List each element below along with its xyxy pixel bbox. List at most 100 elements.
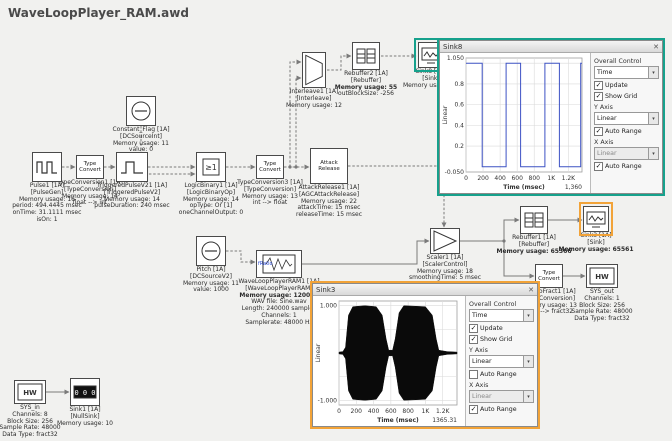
update-checkbox[interactable]: ✓Update [469, 324, 534, 333]
checkbox-icon[interactable]: ✓ [469, 405, 478, 414]
y-axis-scale-dropdown[interactable]: Linear▾ [594, 112, 659, 125]
close-icon[interactable]: ✕ [653, 42, 659, 51]
svg-text:400: 400 [494, 175, 506, 182]
chevron-down-icon: ▾ [523, 356, 533, 367]
block-triggeredpulsev21[interactable] [116, 152, 148, 182]
chevron-down-icon: ▾ [648, 67, 658, 78]
svg-text:1,360: 1,360 [565, 184, 582, 191]
checkbox-icon[interactable]: ✓ [594, 127, 603, 136]
svg-text:1.2K: 1.2K [436, 408, 451, 415]
svg-text:800: 800 [402, 408, 414, 415]
checkbox-icon[interactable]: ✓ [469, 324, 478, 333]
dc-icon [201, 241, 221, 261]
wire-junction [288, 165, 292, 169]
panel-section-label: Overall Control [469, 301, 517, 308]
chevron-down-icon: ▾ [648, 113, 658, 124]
panel-section-label: Y Axis [594, 104, 613, 111]
scope-title: Sink8 [443, 42, 463, 51]
svg-text:0.6: 0.6 [454, 102, 464, 109]
svg-text:1K: 1K [547, 175, 556, 182]
sink-icon [586, 211, 606, 228]
svg-text:200: 200 [351, 408, 363, 415]
wire[interactable] [503, 241, 535, 279]
scope-titlebar[interactable]: Sink8 ✕ [440, 41, 662, 53]
wire[interactable] [226, 250, 256, 265]
block-sink3[interactable] [583, 206, 609, 232]
show-grid-checkbox[interactable]: ✓Show Grid [594, 92, 659, 101]
block-sink1[interactable]: 0 0 0 [70, 378, 100, 406]
wire-junction [294, 165, 298, 169]
block-waveloopplayerram1[interactable]: fRatio [256, 250, 302, 278]
chevron-down-icon: ▾ [523, 391, 533, 402]
block-rebuffer1[interactable] [520, 206, 548, 234]
wire[interactable] [289, 59, 302, 167]
svg-text:600: 600 [511, 175, 523, 182]
wire[interactable] [302, 238, 430, 265]
svg-text:200: 200 [477, 175, 489, 182]
close-icon[interactable]: ✕ [528, 285, 534, 294]
rebuffer-icon [356, 48, 376, 64]
checkbox-icon[interactable]: ✓ [594, 92, 603, 101]
checkbox-icon[interactable]: ✓ [594, 81, 603, 90]
checkbox-icon[interactable] [469, 370, 478, 379]
block-scaler1[interactable] [430, 228, 460, 254]
wire[interactable] [327, 53, 352, 71]
wire[interactable] [295, 75, 302, 167]
show-grid-checkbox[interactable]: ✓Show Grid [469, 335, 534, 344]
scope-titlebar[interactable]: Sink3✕ [313, 284, 537, 296]
dropdown-value: Time [597, 69, 613, 76]
y-auto-range-checkbox[interactable]: Auto Range [469, 370, 534, 379]
x-auto-range-checkbox[interactable]: ✓Auto Range [469, 405, 534, 414]
overall-control-dropdown[interactable]: Time▾ [469, 309, 534, 322]
svg-text:400: 400 [368, 408, 380, 415]
overall-control-dropdown[interactable]: Time ▾ [594, 66, 659, 79]
block-constant_flag[interactable] [126, 96, 156, 126]
svg-text:HW: HW [595, 273, 609, 281]
y-axis-scale-dropdown[interactable]: Linear▾ [469, 355, 534, 368]
update-checkbox[interactable]: ✓Update [594, 81, 659, 90]
wire[interactable] [348, 165, 447, 228]
block-pitch[interactable] [196, 236, 226, 266]
checkbox-label: Auto Range [605, 128, 642, 135]
checkbox-icon[interactable]: ✓ [469, 335, 478, 344]
block-rebuffer2[interactable] [352, 42, 380, 70]
svg-text:1.000: 1.000 [320, 303, 337, 310]
svg-text:800: 800 [529, 175, 541, 182]
block-logicbinary1[interactable]: ≥1 [196, 152, 226, 182]
checkbox-label: Show Grid [605, 93, 638, 100]
svg-text:Linear: Linear [442, 105, 449, 124]
svg-text:0.8: 0.8 [454, 81, 464, 88]
svg-text:1.050: 1.050 [447, 55, 464, 62]
rebuffer-icon [524, 212, 544, 228]
highlight-rect [579, 202, 613, 236]
block-sys_in[interactable]: HW [14, 380, 46, 404]
x-axis-scale-dropdown: Linear▾ [469, 390, 534, 403]
checkbox-label: Update [480, 325, 503, 332]
block-interleave1[interactable] [302, 52, 326, 88]
x-auto-range-checkbox[interactable]: ✓Auto Range [594, 162, 659, 171]
svg-text:-1.000: -1.000 [318, 397, 338, 404]
triangle-icon [433, 230, 458, 252]
y-auto-range-checkbox[interactable]: ✓Auto Range [594, 127, 659, 136]
dropdown-value: Time [472, 312, 488, 319]
checkbox-icon[interactable]: ✓ [594, 162, 603, 171]
block-sys_out[interactable]: HW [586, 264, 618, 288]
svg-text:0 0 0: 0 0 0 [74, 389, 95, 397]
block-pulse1[interactable] [32, 152, 62, 182]
chevron-down-icon: ▾ [648, 148, 658, 159]
wire-junction [502, 239, 506, 243]
svg-text:600: 600 [385, 408, 397, 415]
svg-text:1K: 1K [422, 408, 431, 415]
svg-text:1365.31: 1365.31 [432, 417, 457, 424]
wire[interactable] [460, 217, 520, 242]
